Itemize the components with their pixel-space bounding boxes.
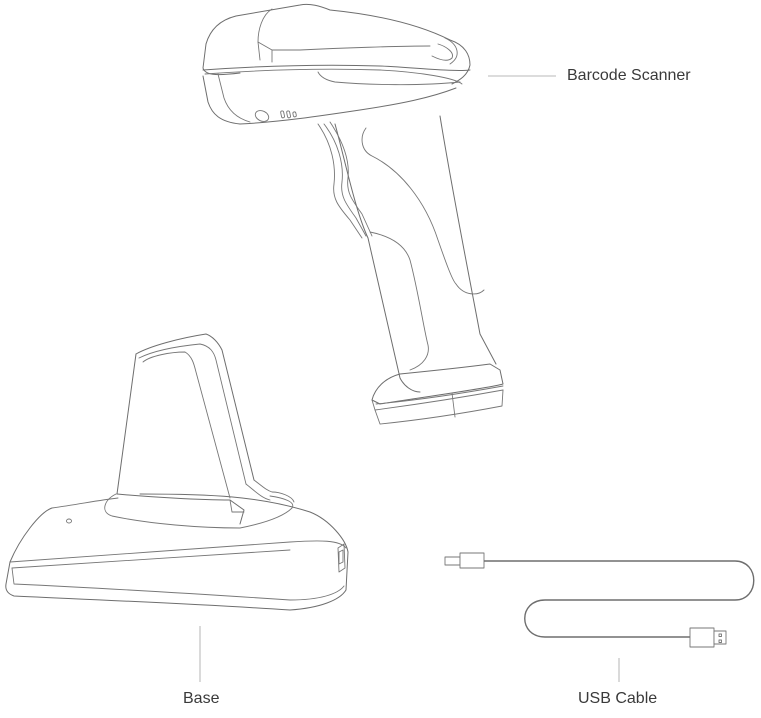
barcode-scanner-illustration xyxy=(202,3,504,425)
barcode-scanner-label: Barcode Scanner xyxy=(567,67,691,84)
usb-cable-label: USB Cable xyxy=(578,690,658,707)
usb-cable-illustration xyxy=(444,552,755,648)
base-illustration xyxy=(5,333,349,611)
base-label: Base xyxy=(183,690,220,707)
